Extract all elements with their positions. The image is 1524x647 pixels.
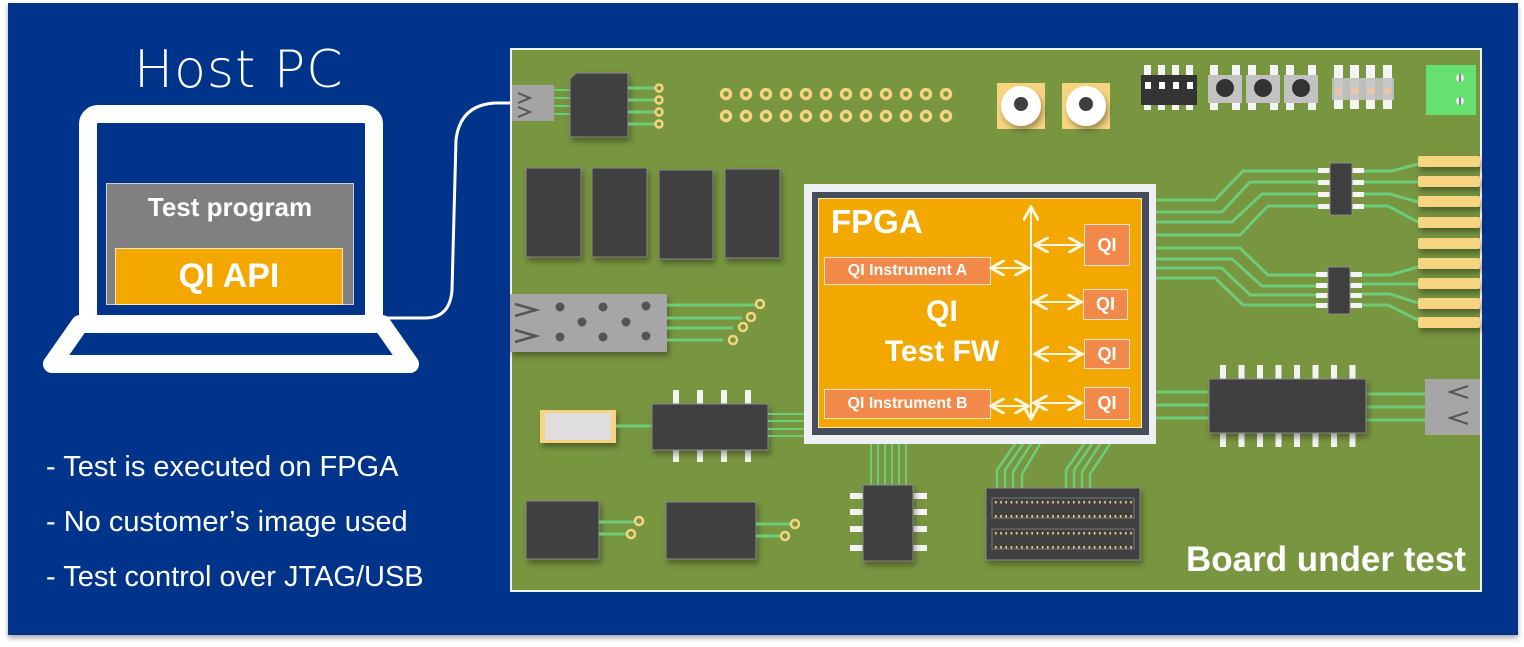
soic8-chip: [1318, 162, 1364, 216]
qi-block: QI: [1084, 224, 1130, 266]
header-pin: [859, 87, 873, 101]
push-button: [1216, 79, 1234, 97]
header-pin: [779, 87, 793, 101]
edge-pad: [1418, 317, 1480, 328]
edge-pad: [1418, 156, 1480, 167]
header-pin: [759, 109, 773, 123]
test-program-label: Test program: [147, 192, 313, 222]
firmware-line-1: QI: [926, 295, 958, 328]
crystal-oscillator: [540, 410, 616, 443]
push-button: [1292, 79, 1310, 97]
usb-connector-right: [1425, 379, 1480, 435]
push-buttons: [1208, 65, 1318, 110]
edge-pad: [1418, 278, 1480, 289]
terminal-block: [1426, 65, 1476, 115]
bullet-item: - No customer’s image used: [46, 506, 408, 538]
edge-pad: [1418, 298, 1480, 309]
via-group: [654, 83, 664, 129]
header-pin: [719, 109, 733, 123]
header-pin: [919, 109, 933, 123]
edge-pad: [1418, 258, 1480, 269]
bullet-item: - Test control over JTAG/USB: [46, 561, 424, 593]
laptop-icon: [43, 105, 419, 373]
board-label: Board under test: [1185, 540, 1466, 579]
header-pin: [819, 109, 833, 123]
mezzanine-connector: [985, 443, 1141, 561]
header-pin: [779, 109, 793, 123]
header-pin: [899, 87, 913, 101]
led-array: [1332, 65, 1394, 109]
header-pin: [839, 87, 853, 101]
bottom-chip: [665, 501, 801, 560]
firmware-line-2: Test FW: [884, 335, 1000, 368]
header-pin: [939, 109, 953, 123]
header-pin: [739, 87, 753, 101]
header-pin: [719, 87, 733, 101]
sma-connector: [997, 83, 1045, 129]
header-pin: [899, 109, 913, 123]
dip-switch: [1141, 65, 1197, 110]
large-ic: [1208, 365, 1367, 447]
header-pin: [799, 87, 813, 101]
header-pin: [939, 87, 953, 101]
usb-cable: [382, 101, 515, 320]
qi-instrument-a: QI Instrument A: [824, 257, 991, 285]
header-pin: [759, 87, 773, 101]
header-pin: [879, 87, 893, 101]
header-pin: [859, 109, 873, 123]
sma-connector: [1062, 83, 1110, 129]
edge-connector: [1418, 156, 1480, 328]
edge-pad: [1418, 238, 1480, 249]
qi-block: QI: [1084, 387, 1130, 420]
pin-header: [719, 87, 953, 123]
usb-connector: [512, 85, 571, 121]
bottom-chip: [525, 500, 645, 560]
edge-pad: [1418, 196, 1480, 207]
sfp-connector: [510, 294, 667, 352]
qi-block: QI: [1084, 339, 1130, 369]
bullet-item: - Test is executed on FPGA: [46, 451, 399, 483]
header-pin: [919, 87, 933, 101]
host-pc-title: Host PC: [134, 40, 344, 100]
usb-controller-chip: [569, 72, 629, 138]
soic-chip: [651, 390, 769, 462]
header-pin: [819, 87, 833, 101]
edge-pad: [1418, 176, 1480, 187]
header-pin: [739, 109, 753, 123]
test-firmware-label: QI Test FW: [862, 292, 1022, 372]
soic-chip: [850, 444, 927, 562]
bullet-list: - Test is executed on FPGA - No customer…: [46, 440, 424, 605]
soic8-chip: [1316, 266, 1362, 315]
fpga-title: FPGA: [831, 203, 923, 240]
header-pin: [839, 109, 853, 123]
header-pin: [799, 109, 813, 123]
push-button: [1254, 79, 1272, 97]
header-pin: [879, 109, 893, 123]
pcb-traces: [1156, 162, 1425, 422]
edge-pad: [1418, 217, 1480, 228]
memory-chips: [525, 167, 781, 260]
qi-instrument-b: QI Instrument B: [824, 389, 991, 419]
qi-api-box: QI API: [115, 248, 343, 305]
qi-block: QI: [1083, 289, 1128, 320]
